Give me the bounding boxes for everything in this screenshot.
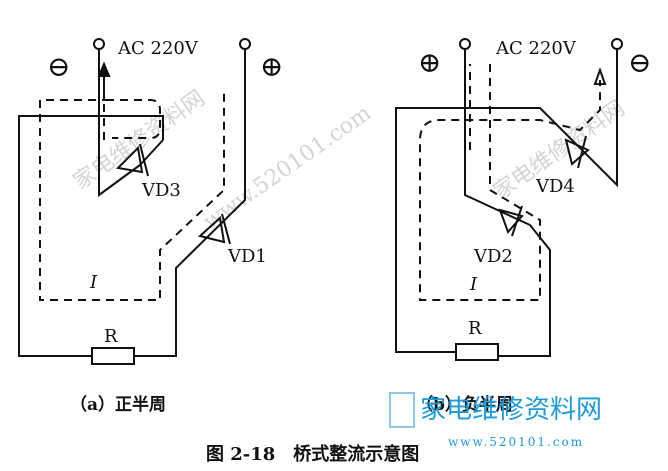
panel-a-loop-label: I xyxy=(89,272,98,293)
panel-b-resistor xyxy=(455,343,499,361)
panel-b xyxy=(395,38,623,361)
panel-a-resistor-label: R xyxy=(104,326,118,347)
panel-b-left-wire xyxy=(464,49,551,357)
panel-a-diode-lower: VD1 xyxy=(227,246,267,267)
panel-a-resistor xyxy=(91,347,135,365)
logo-text: 家电维修资料网 xyxy=(420,395,602,425)
watermark-url: www.520101.com xyxy=(199,101,376,235)
figure-caption: 图 2-18 桥式整流示意图 xyxy=(206,443,419,465)
panel-b-right-polarity: ⊖ xyxy=(628,46,651,79)
watermark: www.520101.com 家电维修资料网 家电维修资料网 xyxy=(69,86,630,235)
watermark-text: 家电维修资料网 xyxy=(69,86,210,195)
panel-a-left-polarity: ⊖ xyxy=(47,50,70,83)
panel-a-labels: AC 220V ⊖ ⊕ VD3 VD1 R I （a）正半周 xyxy=(47,38,283,415)
panel-b-outer-loop xyxy=(395,49,618,353)
logo-book-icon xyxy=(389,392,415,428)
panel-b-loop-label: I xyxy=(469,274,478,295)
panel-b-labels: AC 220V ⊕ ⊖ VD4 VD2 R I （b）负半周 xyxy=(416,38,651,415)
logo-url: www.520101.com xyxy=(448,435,584,449)
panel-b-diode-lower: VD2 xyxy=(473,246,513,267)
panel-a-current-path xyxy=(39,90,225,301)
panel-b-source-label: AC 220V xyxy=(495,38,577,59)
panel-a-source-label: AC 220V xyxy=(117,38,199,59)
panel-a-terminal-left xyxy=(93,38,105,50)
panel-a-vd1-symbol xyxy=(197,216,226,244)
panel-a xyxy=(18,38,251,365)
panel-b-diode-upper: VD4 xyxy=(535,176,575,197)
panel-b-terminal-right xyxy=(611,38,623,50)
panel-b-current-path xyxy=(419,64,601,301)
site-logo: 家电维修资料网 www.520101.com xyxy=(389,392,602,449)
panel-a-diode-upper: VD3 xyxy=(141,180,181,201)
panel-a-caption: （a）正半周 xyxy=(70,394,166,415)
panel-b-caption: （b）负半周 xyxy=(416,394,513,415)
panel-a-right-polarity: ⊕ xyxy=(260,50,283,83)
panel-b-left-polarity: ⊕ xyxy=(418,46,441,79)
panel-a-outer-loop xyxy=(18,115,164,357)
panel-a-vd3-symbol xyxy=(115,145,144,174)
panel-b-terminal-left xyxy=(459,38,471,50)
panel-b-resistor-label: R xyxy=(468,318,482,339)
panel-a-terminal-right xyxy=(239,38,251,50)
